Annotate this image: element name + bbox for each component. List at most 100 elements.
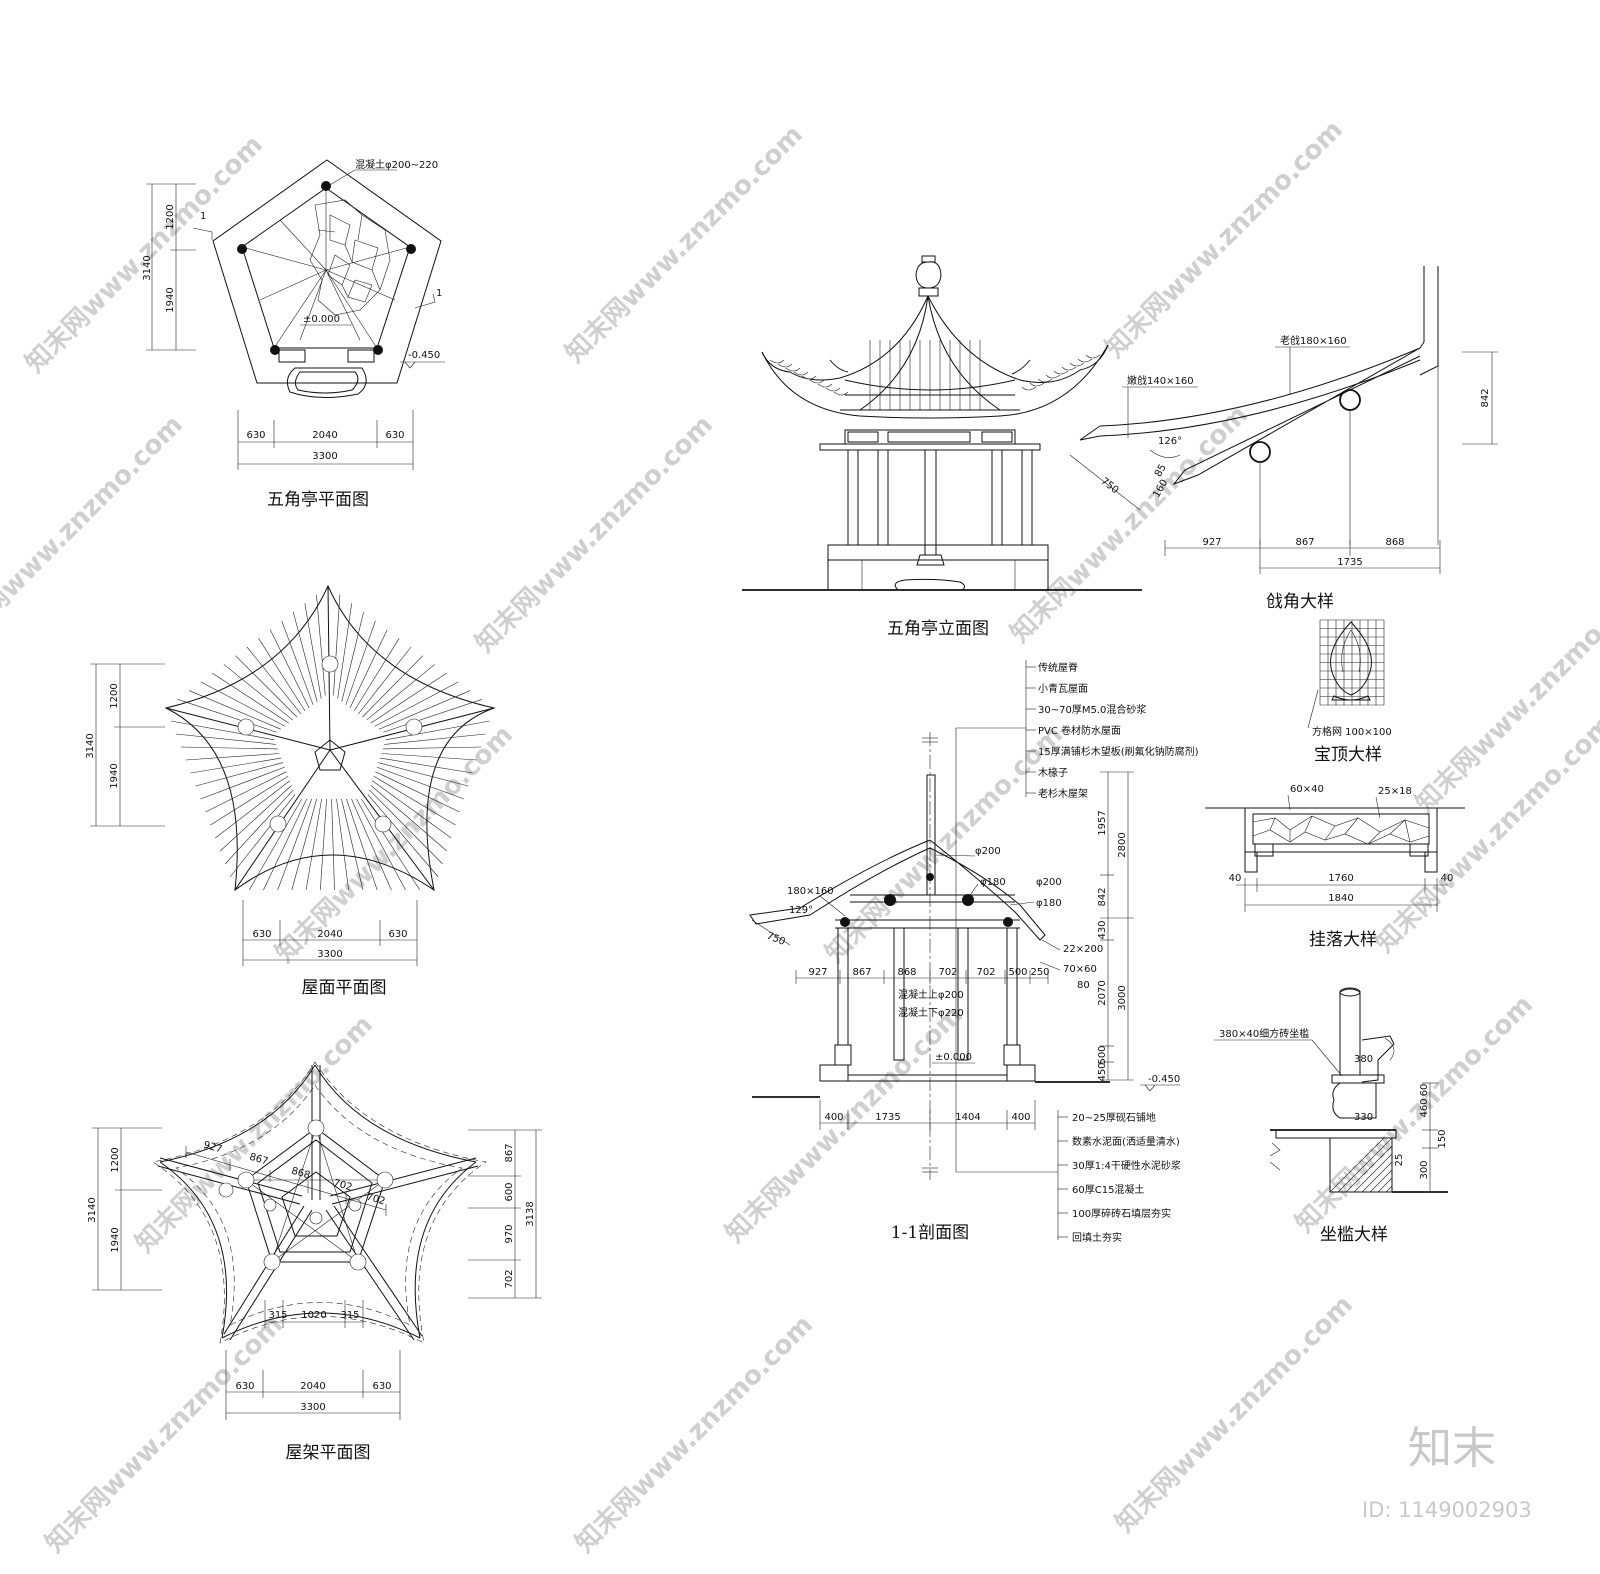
bench-foundation-hatch	[1329, 1137, 1393, 1193]
elevation-platform	[827, 544, 1049, 591]
bench-foundation	[1329, 1137, 1393, 1193]
bench-detail-title: 坐槛大样	[1320, 1225, 1388, 1245]
roof-layer-label: 木椽子	[1038, 766, 1068, 779]
hanging-dim-2: 1760	[1328, 873, 1353, 884]
plan-title: 五角亭平面图	[267, 490, 369, 510]
watermark-text: 知末网www.znzmo.com	[1110, 1290, 1359, 1539]
corner-purlin-2	[1339, 389, 1361, 411]
watermark-text: 知末网www.znzmo.com	[570, 1310, 819, 1559]
corner-detail: 老戗180×160 嫩戗140×160 126° 750 85 160 842 …	[1069, 266, 1498, 612]
corner-dims-horizontal	[1164, 540, 1441, 574]
finial-detail: 方格网 100×100 宝顶大样	[1307, 619, 1392, 765]
hanging-dim-total: 1840	[1328, 893, 1353, 904]
section-rafter-len: 750	[765, 931, 787, 948]
hanging-detail-title: 挂落大样	[1309, 930, 1377, 950]
bench-detail: 380×40细方砖坐槛 380 330 460 60 150 300 25 坐槛…	[1214, 987, 1448, 1245]
roof-layer-label: PVC 卷材防水屋面	[1038, 724, 1121, 737]
section-dim-bot-3: 1404	[955, 1112, 980, 1123]
frame-dim-v-1: 1200	[110, 1147, 121, 1172]
watermark-text: 知末网www.znzmo.com	[20, 130, 269, 379]
plan-inner-pentagon	[241, 187, 411, 349]
section-title: 1-1剖面图	[891, 1223, 969, 1243]
roof-layer-label: 老杉木屋架	[1038, 787, 1088, 800]
frame-plan: 927 867 868 702 702 315 1020 315 3140 12…	[87, 1061, 542, 1463]
frame-dim-r-1: 867	[504, 1143, 515, 1162]
plan-dims-horizontal	[237, 410, 414, 470]
hanging-dim-bar: 25×18	[1378, 786, 1412, 797]
hanging-dim-3: 40	[1441, 873, 1454, 884]
section-dim-top-6: 500	[1008, 967, 1027, 978]
bench-dims	[1422, 1082, 1438, 1193]
floor-layer-label: 30厚1:4干硬性水泥砂浆	[1072, 1159, 1181, 1172]
roof-outline	[164, 584, 496, 892]
corner-dim-h-3: 868	[1385, 537, 1404, 548]
watermark-layer: 知末网www.znzmo.com 知末网www.znzmo.com 知末网www.z…	[0, 115, 1600, 1559]
elevation-columns	[847, 450, 1033, 555]
corner-dim-750: 750	[1099, 476, 1121, 496]
plan-outer-pentagon	[212, 159, 442, 384]
section-columns	[834, 927, 1021, 1066]
section-dim-v-2: 842	[1097, 887, 1108, 906]
corner-detail-title: 戗角大样	[1266, 592, 1334, 612]
section-dim-top-3: 868	[897, 967, 916, 978]
frame-dim-v-total: 3140	[87, 1197, 98, 1222]
watermark-text: 知末网www.znzmo.com	[470, 410, 719, 659]
corner-angle: 126°	[1158, 436, 1182, 447]
section-dim-bot-4: 400	[1011, 1112, 1030, 1123]
floor-layer-label: 20~25厚砚石铺地	[1072, 1111, 1156, 1124]
bench-dim-7: 25	[1394, 1154, 1405, 1167]
elevation-title: 五角亭立面图	[887, 619, 989, 639]
hanging-detail: 60×40 25×18 40 1760 40 1840 挂落大样	[1205, 784, 1465, 950]
frame-inner-dim-2: 1020	[301, 1310, 326, 1321]
bench-column	[1339, 988, 1361, 1076]
hanging-dim-frame: 60×40	[1290, 784, 1324, 795]
section-member-4: φ180	[1036, 898, 1062, 909]
frame-dim-h-3: 630	[372, 1381, 391, 1392]
frame-inner-dim-3: 315	[340, 1310, 359, 1321]
watermark-text: 知末网www.znzmo.com	[1100, 115, 1349, 364]
frame-plan-title: 屋架平面图	[286, 1443, 371, 1463]
pavilion-plan: 混凝土φ200~220 ±0.000 -0.450 1 1 3140 1200 …	[142, 158, 445, 510]
roof-plan: 3140 1200 1940 630 2040 630 3300 屋面平面图	[85, 584, 496, 998]
finial-vase-shape	[1330, 621, 1372, 696]
frame-dim-r-4: 702	[504, 1269, 515, 1288]
section-dim-v-5: 500	[1097, 1045, 1108, 1064]
frame-inner-beam-ring	[281, 1171, 351, 1237]
watermark-text: 知末网www.znzmo.com	[1410, 570, 1600, 819]
frame-dim-v-2: 1940	[110, 1227, 121, 1252]
frame-dim-h-2: 2040	[300, 1381, 325, 1392]
section-member-5: 22×200	[1063, 944, 1103, 955]
frame-diagonal-dims	[185, 1146, 387, 1216]
roof-layer-label: 30~70厚M5.0混合砂浆	[1038, 703, 1146, 716]
section-roof	[749, 839, 1046, 941]
hanging-dims	[1236, 878, 1448, 912]
roof-tile-hatching	[170, 594, 490, 891]
bench-note: 380×40细方砖坐槛	[1219, 1027, 1309, 1040]
plan-dim-h-1: 630	[246, 430, 265, 441]
bench-dim-6: 300	[1419, 1160, 1430, 1179]
section-purlins	[840, 873, 1013, 927]
bench-dim-1: 380	[1354, 1054, 1373, 1065]
plan-stepping-stone	[286, 367, 367, 399]
section-dim-top-5: 702	[976, 967, 995, 978]
frame-dims-left	[92, 1127, 162, 1291]
floor-layer-label: 60厚C15混凝土	[1072, 1183, 1144, 1196]
bench-seat-slab	[1331, 1074, 1385, 1084]
section-floor-layer-labels: 20~25厚砚石铺地数素水泥面(洒适量清水)30厚1:4干硬性水泥砂浆60厚C1…	[1058, 1111, 1181, 1244]
frame-diag-dim-3: 868	[290, 1166, 311, 1182]
watermark-text: 知末网www.znzmo.com	[560, 120, 809, 369]
section-dim-v-6: 450	[1097, 1062, 1108, 1081]
roof-corner-nodes	[237, 655, 423, 833]
section-dim-top-4: 702	[938, 967, 957, 978]
frame-inner-dim-1: 315	[268, 1310, 287, 1321]
plan-section-mark-b: 1	[436, 288, 442, 299]
roof-finial-base	[314, 739, 346, 771]
corner-old-rafter-label: 老戗180×160	[1280, 334, 1347, 347]
corner-young-rafter-label: 嫩戗140×160	[1127, 374, 1194, 387]
watermark-text: 知末网www.znzmo.com	[0, 410, 189, 659]
floor-layer-label: 100厚碎砖石填层夯实	[1072, 1207, 1171, 1220]
section-dim-v-4: 2070	[1097, 980, 1108, 1005]
roof-dim-v-total: 3140	[85, 733, 96, 758]
